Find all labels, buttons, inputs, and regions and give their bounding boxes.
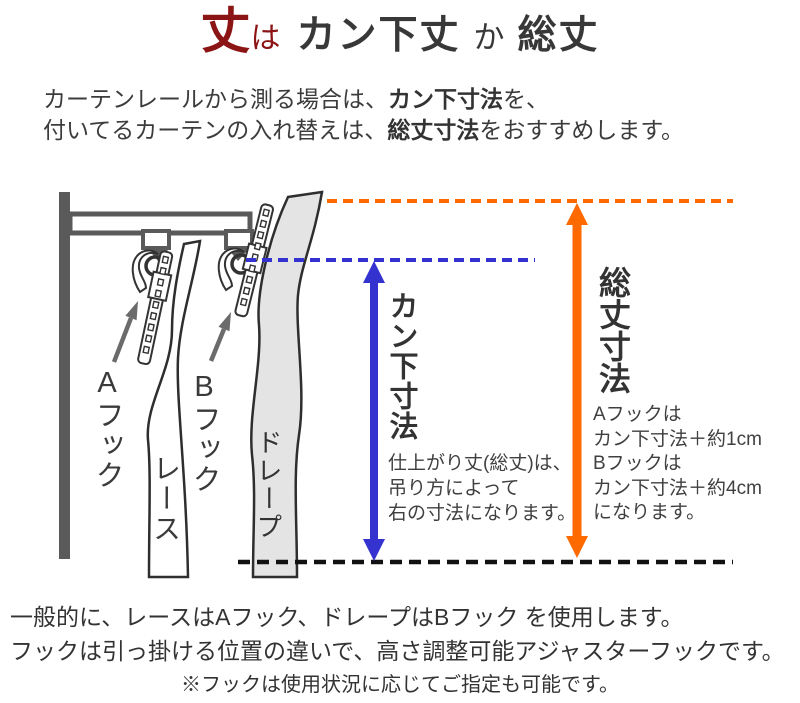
footer-note: ※フックは使用状況に応じてご指定も可能です。: [181, 674, 619, 696]
pointer-arrow-a-icon: [111, 301, 138, 363]
intro-line1-post: を、: [503, 86, 549, 112]
label-hook-a: Aフック: [91, 367, 123, 490]
label-kanshita-dimension: カン下寸法: [385, 291, 417, 441]
note-hook-difference: Aフックは カン下寸法＋約1cm Bフックは カン下寸法＋約4cm になります。: [593, 404, 762, 523]
intro-line1-bold: カン下寸法: [388, 86, 503, 112]
title-soutake: 総丈: [517, 14, 600, 57]
intro-line2-post: をおすすめします。: [479, 117, 685, 143]
intro-line2-pre: 付いてるカーテンの入れ替えは、: [43, 117, 388, 143]
wall-bar: [59, 192, 70, 559]
title-accent-jou: 丈: [200, 3, 251, 59]
adjuster-hook-a-icon: [131, 249, 159, 294]
title-or: か: [473, 20, 505, 55]
kanshita-measure-arrow: [363, 261, 385, 561]
intro-line-1: カーテンレールから測る場合は、カン下寸法を、: [43, 84, 684, 115]
runner-a: [141, 229, 171, 250]
adjuster-hook-b-icon: [217, 247, 245, 292]
label-soutake-dimension: 総丈寸法: [595, 266, 631, 394]
intro-line-2: 付いてるカーテンの入れ替えは、総丈寸法をおすすめします。: [43, 115, 684, 146]
footer-line-1: 一般的に、レースはAフック、ドレープはBフック を使用します。: [10, 604, 684, 630]
label-hook-b: Bフック: [188, 371, 220, 494]
drape-curtain: [250, 190, 324, 579]
pointer-arrow-b-icon: [208, 312, 231, 362]
note-finished-length: 仕上がり丈(総丈)は、 吊り方によって 右の寸法になります。: [388, 453, 577, 524]
adjuster-strip-a: [137, 250, 174, 366]
lace-curtain: [146, 239, 202, 579]
label-drape: ドレープ: [253, 429, 283, 541]
intro-paragraph: カーテンレールから測る場合は、カン下寸法を、 付いてるカーテンの入れ替えは、総丈…: [43, 84, 684, 146]
soutake-measure-arrow: [566, 203, 588, 558]
footer-paragraph: 一般的に、レースはAフック、ドレープはBフック を使用します。 フックは引っ掛け…: [10, 600, 785, 668]
label-lace: レース: [150, 454, 181, 544]
intro-line1-pre: カーテンレールから測る場合は、: [43, 86, 388, 112]
title-kanshita-take: カン下丈: [296, 14, 461, 57]
page-title: 丈 は カン下丈 か 総丈: [0, 2, 800, 60]
intro-line2-bold: 総丈寸法: [387, 117, 480, 143]
footer-line-2: フックは引っ掛ける位置の違いで、高さ調整可能アジャスターフックです。: [10, 638, 785, 664]
title-accent-wa: は: [250, 22, 281, 55]
